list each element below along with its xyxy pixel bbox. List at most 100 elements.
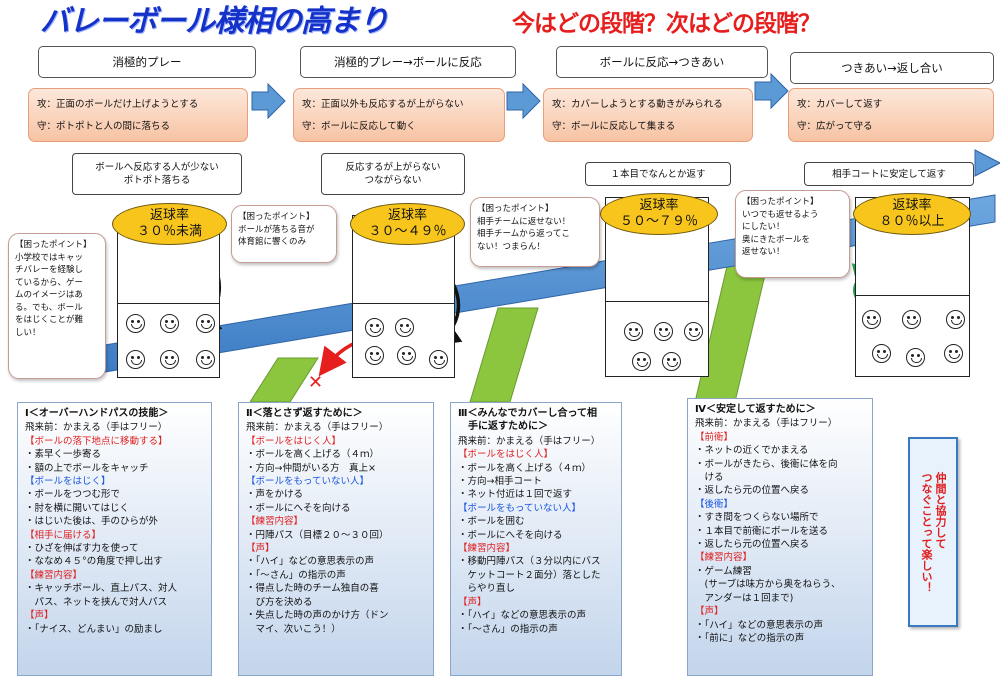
player-face: [944, 344, 963, 363]
panel-line: ・ゲーム練習: [695, 565, 752, 577]
panel-line: 【声】: [25, 610, 54, 622]
trouble-line: ムのイメージはあ: [15, 290, 83, 300]
pillar: [469, 307, 539, 403]
panel-line: 【ボールをはじく】: [25, 476, 111, 488]
panel-line: 【相手に届ける】: [25, 529, 102, 541]
panel-line: ・額の上でボールをキャッチ: [25, 462, 149, 474]
panel-line: ・返したら元の位置へ戻る: [695, 485, 810, 497]
panel-line: 【前衛】: [695, 431, 734, 443]
panel-line: ・方向→仲間がいる方 真上×: [246, 462, 376, 474]
panel-line: 飛来前：かまえる（手はフリー）: [246, 422, 389, 434]
panel-lines: 飛来前：かまえる（手はフリー）【前衛】・ネットの近くでかまえる・ボールがきたら、…: [695, 417, 865, 645]
panel-line: ・キャッチボール、直上パス、対人: [25, 583, 178, 595]
panel-line: ・「前に」などの指示の声: [695, 632, 805, 644]
panel-line: ・得点した時のチーム独自の喜: [246, 583, 379, 595]
callout-1: ボールへ反応する人が少ない ポトポト落ちる: [72, 153, 242, 195]
skill-panel-2: Ⅱ＜落とさず返すために＞ 飛来前：かまえる（手はフリー）【ボールをはじく人】・ボ…: [238, 402, 434, 676]
panel-line: 【練習内容】: [25, 569, 83, 581]
panel-line: 【ボールをはじく人】: [458, 449, 554, 461]
skill-panel-3: Ⅲ＜みんなでカバーし合って相 手に返すために＞ 飛来前：かまえる（手はフリー）【…: [450, 402, 622, 676]
panel-line: マイ、次いこう！）: [246, 623, 341, 635]
player-face: [624, 322, 643, 341]
court-2: [352, 215, 455, 378]
trouble-line: る。でも、ボール: [15, 302, 83, 313]
panel-line: 【声】: [458, 596, 487, 608]
trouble-line: 相手チームに返せない！: [477, 216, 571, 227]
rate-label: 返球率: [639, 198, 679, 213]
trouble-line: 奥にきたボールを: [742, 234, 811, 245]
defense-text: 守：ボールに反応して動く: [302, 120, 416, 132]
callout-line: ボールへ反応する人が少ない: [95, 162, 219, 173]
trouble-line: 体育館に響くのみ: [238, 237, 307, 247]
player-face: [906, 348, 925, 367]
stage-chevron: [506, 82, 541, 120]
player-face: [862, 310, 881, 329]
panel-lines: 飛来前：かまえる（手はフリー）【ボールの落下地点に移動する】・素早く一歩寄る・額…: [25, 421, 204, 636]
panel-line: 【練習内容】: [246, 516, 304, 528]
callout-line: 反応するが上がらない: [345, 162, 441, 173]
court-net: [353, 303, 454, 304]
stage-chevron: [251, 82, 286, 120]
panel-line: ・素早く一歩寄る: [25, 449, 102, 461]
stage-label-3: ボールに反応→つきあい: [556, 46, 768, 78]
attack-text: 攻：カバーしようとする動きがみられる: [552, 98, 723, 110]
panel-line: ケットコート２面分）落とした: [458, 569, 601, 581]
panel-line: ける: [695, 472, 724, 484]
panel-line: 【ボールをもっていない人】: [458, 502, 582, 514]
rate-label: 返球率: [149, 208, 189, 223]
skill-panel-4: Ⅳ＜安定して返すために＞ 飛来前：かまえる（手はフリー）【前衛】・ネットの近くで…: [687, 398, 873, 676]
panel-line: 【練習内容】: [458, 543, 516, 555]
defense-text: 守：ポトポトと人の間に落ちる: [37, 120, 171, 132]
stage-desc-1: 攻：正面のボールだけ上げようとする 守：ポトポトと人の間に落ちる: [28, 88, 248, 142]
panel-line: ・すき間をつくらない場所で: [695, 512, 819, 524]
panel-lines: 飛来前：かまえる（手はフリー）【ボールをはじく人】・ボールを高く上げる（４ｍ）・…: [246, 421, 426, 636]
trouble-header: 【困ったポイント】: [15, 240, 92, 250]
panel-line: ・１本目で前衛にボールを送る: [695, 525, 829, 537]
panel-line: ・ななめ４５°の角度で押し出す: [25, 556, 163, 568]
panel-line: 【練習内容】: [695, 552, 753, 564]
trouble-header: 【困ったポイント】: [477, 204, 554, 214]
rate-value: ３０～４９％: [368, 224, 447, 239]
rate-value: ８０％以上: [879, 214, 945, 229]
panel-line: ・「～さん」の指示の声: [246, 569, 346, 581]
panel-line: アンダーは１回まで): [695, 592, 794, 604]
page-title: バレーボール様相の高まり: [40, 4, 389, 39]
callout-3: １本目でなんとか返す: [585, 162, 731, 186]
skill-panel-1: Ⅰ＜オーバーハンドパスの技能＞ 飛来前：かまえる（手はフリー）【ボールの落下地点…: [17, 402, 212, 676]
rate-label: 返球率: [892, 198, 932, 213]
panel-lines: 飛来前：かまえる（手はフリー）【ボールをはじく人】・ボールを高く上げる（４ｍ）・…: [458, 435, 614, 636]
attack-text: 攻：正面のボールだけ上げようとする: [37, 98, 199, 110]
player-face: [632, 352, 651, 371]
callout-line: 相手コートに安定して返す: [832, 168, 946, 180]
trouble-line: 返せない！: [742, 247, 785, 257]
stage-label-2: 消極的プレー→ボールに反応: [300, 46, 516, 78]
trouble-header: 【困ったポイント】: [238, 212, 315, 222]
page-subtitle: 今はどの段階？次はどの段階？: [512, 11, 821, 37]
return-rate-3: 返球率 ５０～７９％: [600, 193, 718, 235]
panel-line: 【声】: [695, 606, 724, 618]
callout-2: 反応するが上がらない つながらない: [321, 153, 465, 195]
player-face: [684, 322, 703, 341]
rate-label: 返球率: [387, 208, 427, 223]
panel-line: ・ボールをつつむ形で: [25, 489, 121, 501]
callout-line: ポトポト落ちる: [123, 175, 191, 186]
trouble-header: 【困ったポイント】: [742, 197, 819, 207]
panel-line: ・「ハイ」などの意思表示の声: [458, 610, 587, 622]
panel-heading: Ⅳ＜安定して返すために＞: [695, 404, 816, 415]
player-face: [946, 310, 965, 329]
rate-value: ３０％未満: [136, 224, 202, 239]
panel-line: ・声をかける: [246, 489, 304, 501]
panel-line: ・ボールがきたら、後衛に体を向: [695, 458, 838, 470]
attack-text: 攻：カバーして返す: [797, 98, 883, 110]
panel-line: 飛来前：かまえる（手はフリー）: [25, 422, 168, 434]
trouble-line: ボールが落ちる音が: [238, 224, 315, 235]
attack-text: 攻：正面以外も反応するが上がらない: [302, 98, 464, 110]
court-net: [118, 303, 219, 304]
panel-line: ・ボールを囲む: [458, 516, 525, 528]
panel-heading: Ⅰ＜オーバーハンドパスの技能＞: [25, 408, 169, 419]
court-net: [606, 301, 708, 302]
trouble-line: いつでも返せるよう: [742, 209, 819, 220]
panel-line: ・はじいた後は、手のひらが外: [25, 516, 159, 528]
panel-line: パス、ネットを挟んで対人パス: [25, 596, 168, 608]
panel-line: (サーブは味方から奥をねらう、: [695, 579, 841, 591]
